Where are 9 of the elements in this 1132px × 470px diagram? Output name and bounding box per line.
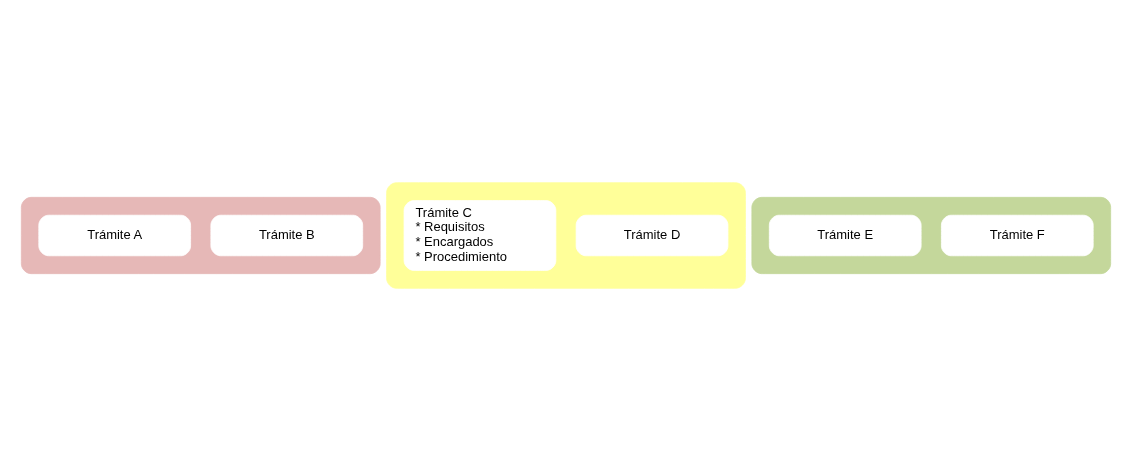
cluster — [20, 196, 381, 274]
node-box: Trámite A — [38, 214, 191, 256]
node-box: Trámite C * Requisitos * Encargados * Procedimiento — [403, 199, 557, 271]
node-box: Trámite F — [941, 214, 1094, 256]
cluster — [386, 181, 746, 289]
node-box: Trámite D — [575, 214, 729, 256]
node-box: Trámite B — [210, 214, 364, 256]
node-box: Trámite E — [768, 214, 922, 256]
cluster — [751, 196, 1112, 274]
